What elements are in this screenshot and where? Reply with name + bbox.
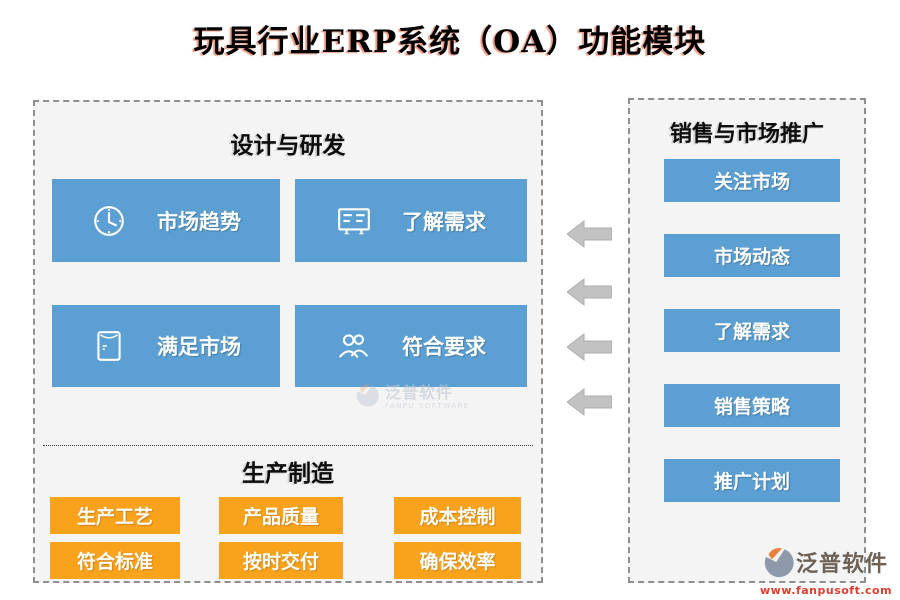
- design-production-panel: 设计与研发 市场趋势: [33, 100, 543, 583]
- button-promotion-plan[interactable]: 推广计划: [664, 459, 840, 502]
- sales-panel: 销售与市场推广 关注市场 市场动态 了解需求 销售策略 推广计划: [628, 98, 866, 583]
- brand-logo-icon: [760, 545, 794, 583]
- envelope-icon: [91, 328, 127, 364]
- button-ensure-efficiency[interactable]: 确保效率: [394, 542, 521, 579]
- watermark: 泛普软件 FANPU SOFTWARE: [353, 382, 470, 412]
- left-arrow-icon: [566, 219, 613, 249]
- brand-name: 泛普软件: [796, 551, 889, 577]
- left-arrow-icon: [566, 387, 613, 417]
- button-label: 满足市场: [157, 334, 241, 359]
- button-meet-standards[interactable]: 符合标准: [50, 542, 180, 579]
- button-product-quality[interactable]: 产品质量: [219, 497, 343, 534]
- button-satisfy-market[interactable]: 满足市场: [52, 305, 280, 387]
- people-icon: [336, 328, 372, 364]
- brand-logo: 泛普软件 www.fanpusoft.com: [760, 545, 892, 597]
- button-on-time-delivery[interactable]: 按时交付: [219, 542, 343, 579]
- button-production-process[interactable]: 生产工艺: [50, 497, 180, 534]
- section-divider: [43, 445, 533, 446]
- watermark-name: 泛普软件: [385, 382, 454, 402]
- button-market-trend[interactable]: 市场趋势: [52, 179, 280, 262]
- clock-icon: [91, 203, 127, 239]
- page-title: 玩具行业ERP系统（OA）功能模块: [193, 24, 707, 60]
- button-label: 市场趋势: [157, 208, 241, 234]
- button-label: 符合要求: [402, 334, 486, 359]
- watermark-logo-icon: [353, 382, 379, 412]
- brand-url: www.fanpusoft.com: [760, 584, 893, 597]
- watermark-subtitle: FANPU SOFTWARE: [385, 401, 470, 410]
- button-understand-demand-sales[interactable]: 了解需求: [664, 309, 840, 352]
- button-cost-control[interactable]: 成本控制: [394, 497, 521, 534]
- button-understand-demand[interactable]: 了解需求: [295, 179, 527, 262]
- left-arrow-icon: [566, 277, 613, 307]
- production-section-title: 生产制造: [242, 460, 334, 487]
- button-meet-requirements[interactable]: 符合要求: [295, 305, 527, 387]
- design-section-title: 设计与研发: [230, 132, 346, 159]
- button-follow-market[interactable]: 关注市场: [664, 159, 840, 202]
- sales-section-title: 销售与市场推广: [669, 121, 824, 147]
- button-label: 了解需求: [402, 208, 486, 234]
- left-arrow-icon: [566, 332, 613, 362]
- button-market-dynamics[interactable]: 市场动态: [664, 234, 840, 277]
- checklist-board-icon: [336, 203, 372, 239]
- button-sales-strategy[interactable]: 销售策略: [664, 384, 840, 427]
